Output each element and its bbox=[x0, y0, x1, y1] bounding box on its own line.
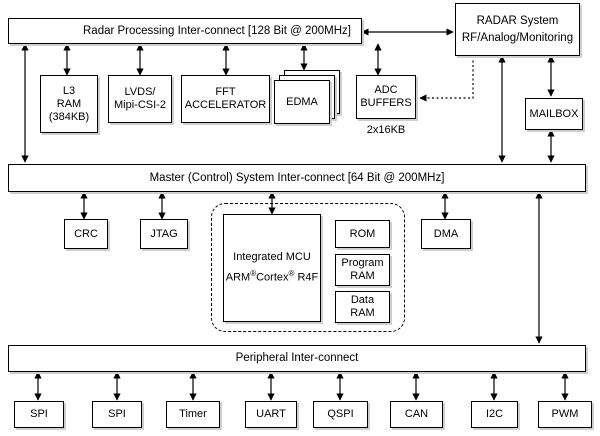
data-ram-block: Data RAM bbox=[335, 291, 390, 323]
peripheral-pwm: PWM bbox=[538, 401, 592, 428]
peripheral-can: CAN bbox=[390, 401, 443, 428]
peripheral-spi-2: SPI bbox=[92, 401, 142, 428]
radar-bus-label: Radar Processing Inter-connect [128 Bit … bbox=[83, 24, 351, 37]
peripheral-bus-label: Peripheral Inter-connect bbox=[235, 352, 359, 364]
adc-buffers-size: 2x16KB bbox=[366, 124, 406, 136]
radar-system-block: RADAR System RF/Analog/Monitoring bbox=[455, 3, 580, 56]
peripheral-timer: Timer bbox=[166, 401, 220, 428]
master-bus-label: Master (Control) System Inter-connect [6… bbox=[149, 171, 445, 184]
mcu-title: Integrated MCU bbox=[233, 251, 311, 264]
peripheral-uart: UART bbox=[245, 401, 297, 428]
integrated-mcu-block: Integrated MCU ARM®Cortex® R4F bbox=[223, 214, 321, 322]
l3-ram-block: L3 RAM (384KB) bbox=[40, 75, 98, 133]
peripheral-interconnect: Peripheral Inter-connect bbox=[8, 345, 586, 372]
radar-system-subtitle: RF/Analog/Monitoring bbox=[461, 31, 574, 44]
dma-block: DMA bbox=[421, 219, 471, 249]
jtag-block: JTAG bbox=[140, 219, 188, 249]
mcu-core: ARM®Cortex® R4F bbox=[225, 269, 319, 284]
dotted-link-adc bbox=[419, 56, 474, 102]
edma-block: EDMA bbox=[274, 80, 330, 124]
program-ram-block: Program RAM bbox=[335, 254, 390, 286]
peripheral-spi-1: SPI bbox=[14, 401, 64, 428]
lvds-block: LVDS/ Mipi-CSI-2 bbox=[108, 75, 172, 123]
peripheral-i2c: I2C bbox=[471, 401, 518, 428]
radar-processing-interconnect: Radar Processing Inter-connect [128 Bit … bbox=[8, 18, 362, 44]
rom-block: ROM bbox=[335, 220, 390, 248]
crc-block: CRC bbox=[64, 219, 108, 249]
mailbox-block: MAILBOX bbox=[525, 98, 583, 130]
adc-buffers-block: ADC BUFFERS bbox=[356, 75, 416, 119]
mcu-subsystem-outline bbox=[211, 203, 405, 332]
peripheral-qspi: QSPI bbox=[313, 401, 368, 428]
radar-system-title: RADAR System bbox=[476, 14, 559, 27]
fft-accelerator-block: FFT ACCELERATOR bbox=[181, 75, 270, 123]
master-control-interconnect: Master (Control) System Inter-connect [6… bbox=[8, 164, 586, 192]
